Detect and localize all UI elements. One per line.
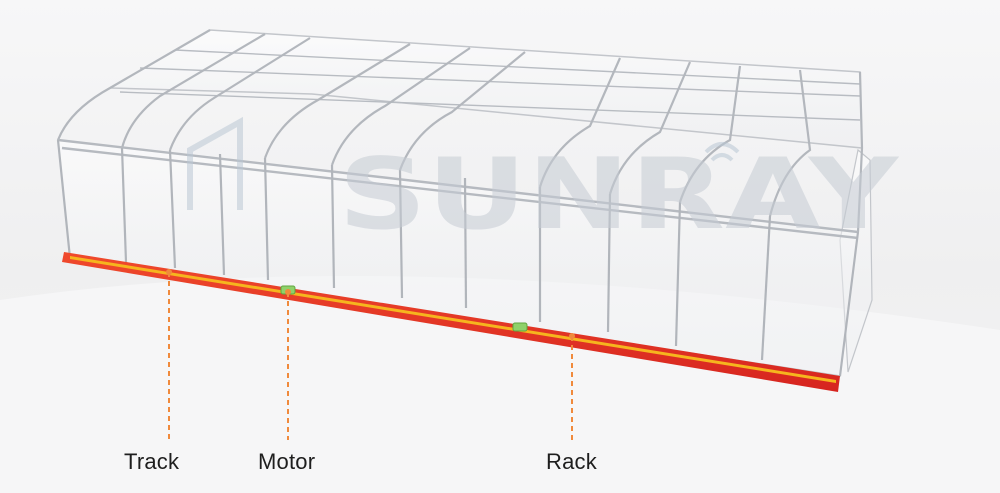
watermark-text: SUNRAY (338, 138, 899, 252)
track-label: Track (124, 449, 180, 474)
rack-stripe (70, 256, 836, 383)
watermark-logo: SUNRAY (187, 116, 899, 252)
rack-leader-dot (569, 333, 575, 339)
rack-label: Rack (546, 449, 597, 474)
track-leader-dot (166, 269, 172, 275)
motor-label: Motor (258, 449, 316, 474)
roof-rafters (56, 29, 864, 233)
roof-purlins (119, 49, 861, 121)
watermark-wifi-icon (704, 142, 740, 162)
wall-posts (56, 139, 860, 377)
motor-unit-2 (512, 322, 528, 332)
callout-leaders (168, 272, 573, 440)
motor-leader-dot (285, 289, 291, 295)
watermark-house-icon (187, 116, 243, 210)
